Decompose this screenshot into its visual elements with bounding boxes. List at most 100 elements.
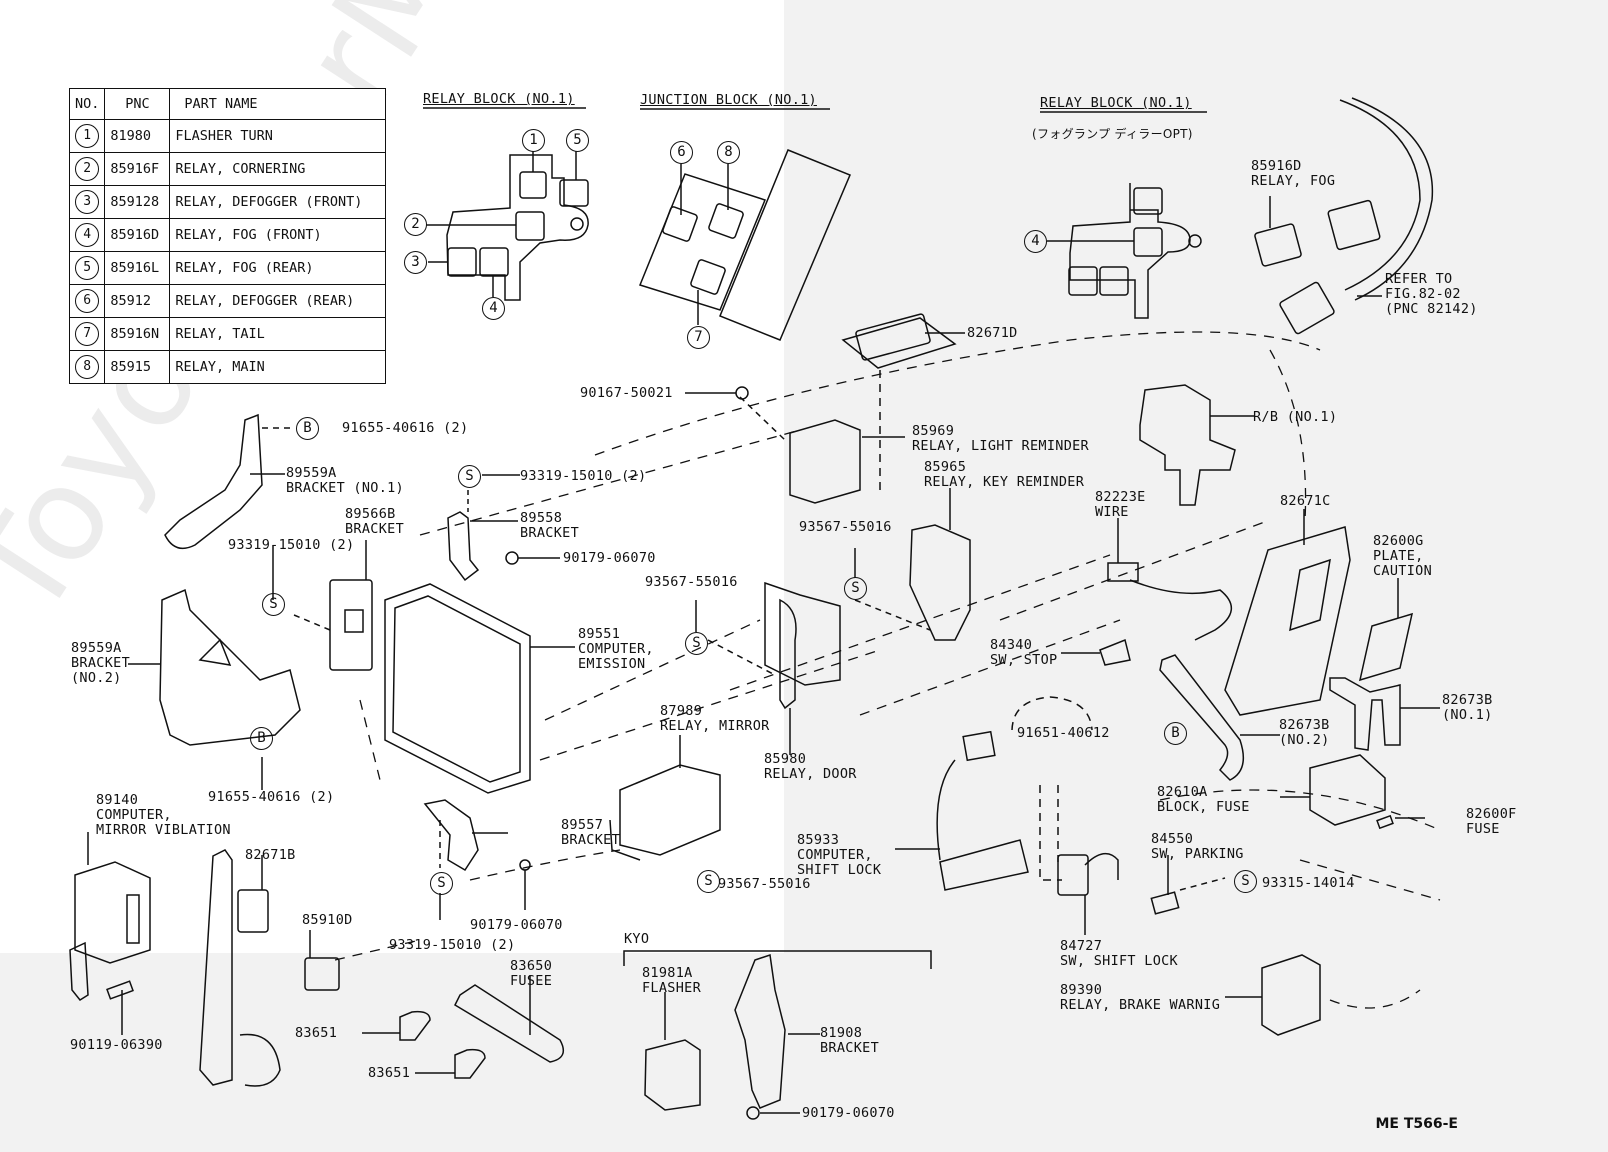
part-85980-drawing xyxy=(695,548,931,755)
label-line: 89390 xyxy=(1060,982,1103,998)
row-no-cell: 6 xyxy=(68,284,106,318)
table-header-row: NO. PNC PART NAME xyxy=(68,88,387,120)
label-line: (PNC 82142) xyxy=(1385,301,1478,317)
label-line: 89558 xyxy=(520,510,563,526)
row-part-name-cell: RELAY, TAIL xyxy=(169,317,387,351)
callout-2: 2 xyxy=(404,213,427,236)
label-83651-b: 83651 xyxy=(368,1066,410,1081)
label-line: 91655-40616 (2) xyxy=(208,789,335,805)
part-82673B-1-drawing xyxy=(1329,677,1440,751)
part-82671B-drawing xyxy=(199,849,281,1087)
part-85969-drawing xyxy=(685,386,905,504)
label-line: BRACKET (NO.1) xyxy=(286,480,404,496)
label-93319-15010-a: 93319-15010 (2) xyxy=(520,469,646,484)
label-85910D: 85910D xyxy=(302,913,353,928)
label-line: FLASHER xyxy=(642,980,701,996)
label-line: 85916D xyxy=(1251,158,1302,174)
row-part-name-cell: RELAY, MAIN xyxy=(169,350,387,384)
label-line: FIG.82-02 xyxy=(1385,286,1461,302)
label-line: 93567-55016 xyxy=(799,519,892,535)
label-line: 81908 xyxy=(820,1025,863,1041)
label-line: BLOCK, FUSE xyxy=(1157,799,1250,815)
label-93315-14014: 93315-14014 xyxy=(1262,876,1355,891)
part-82673B-2-drawing xyxy=(1159,654,1280,781)
label-line: 90167-50021 xyxy=(580,385,673,401)
label-line: 91651-40612 xyxy=(1017,725,1110,741)
row-pnc-cell: 85916F xyxy=(104,152,171,186)
label-line: 84550 xyxy=(1151,831,1194,847)
fog-relay-harness-drawing xyxy=(1254,97,1434,335)
inset-subtitle-fog-lamp-dealer-opt: (フォグランプ ディラーOPT) xyxy=(1032,127,1193,141)
label-line: (NO.2) xyxy=(71,670,122,686)
label-line: 93319-15010 (2) xyxy=(389,937,516,953)
label-90179-06070-a: 90179-06070 xyxy=(563,551,656,566)
row-no-cell: 3 xyxy=(68,185,106,219)
label-93319-15010-c: 93319-15010 (2) xyxy=(389,938,515,953)
part-83651-clips-drawing xyxy=(362,1010,486,1079)
kyo-group-drawing xyxy=(623,950,932,1120)
row-pnc-cell: 85912 xyxy=(104,284,171,318)
part-82223E-drawing xyxy=(1061,518,1232,666)
row-number-badge: 8 xyxy=(75,355,100,379)
label-line: RELAY, BRAKE WARNIG xyxy=(1060,997,1221,1013)
row-pnc-cell: 85915 xyxy=(104,350,171,384)
label-line: 89551 xyxy=(578,626,621,642)
label-line: BRACKET xyxy=(345,521,404,537)
row-no-cell: 2 xyxy=(68,152,106,186)
label-line: 93319-15010 (2) xyxy=(228,537,355,553)
label-line: 89559A xyxy=(286,465,337,481)
junction-block-1-drawing xyxy=(638,149,851,341)
header-no: NO. xyxy=(68,88,106,120)
part-82671C-drawing xyxy=(1224,509,1351,716)
label-line: 82600F xyxy=(1466,806,1517,822)
label-line: 81981A xyxy=(642,965,693,981)
part-84727-drawing xyxy=(1057,852,1119,935)
label-90119-06390: 90119-06390 xyxy=(70,1038,163,1053)
label-line: SHIFT LOCK xyxy=(797,862,882,878)
screw-badge: S xyxy=(430,872,453,895)
inset-title-relay-block-1: RELAY BLOCK (NO.1) xyxy=(423,91,575,107)
part-84550-drawing xyxy=(1150,855,1226,915)
label-90179-06070-c: 90179-06070 xyxy=(802,1106,895,1121)
label-82671C: 82671C xyxy=(1280,494,1331,509)
label-line: BRACKET xyxy=(71,655,130,671)
label-line: 87989 xyxy=(660,703,703,719)
label-line: 82671B xyxy=(245,847,296,863)
label-line: (NO.1) xyxy=(1442,707,1493,723)
label-line: FUSE xyxy=(1466,821,1500,837)
label-line: RELAY, MIRROR xyxy=(660,718,770,734)
row-number-badge: 1 xyxy=(75,124,100,148)
callout-5: 5 xyxy=(566,129,589,152)
label-82673B-no2: 82673B(NO.2) xyxy=(1279,718,1330,748)
label-line: 82223E xyxy=(1095,489,1146,505)
label-line: 93315-14014 xyxy=(1262,875,1355,891)
part-89557-drawing xyxy=(423,799,531,920)
part-85965-drawing xyxy=(909,488,971,641)
label-line: EMISSION xyxy=(578,656,646,672)
row-number-badge: 4 xyxy=(75,223,100,247)
callout-4: 4 xyxy=(482,297,505,320)
bolt-badge: B xyxy=(1164,722,1187,745)
row-no-cell: 5 xyxy=(68,251,106,285)
label-line: 93567-55016 xyxy=(645,574,738,590)
row-number-badge: 3 xyxy=(75,190,100,214)
part-82610A-drawing xyxy=(1280,754,1425,830)
callout-1: 1 xyxy=(522,129,545,152)
label-line: 85965 xyxy=(924,459,967,475)
label-line: SW, SHIFT LOCK xyxy=(1060,953,1178,969)
callout-4-opt: 4 xyxy=(1024,230,1047,253)
label-line: 82600G xyxy=(1373,533,1424,549)
part-82600G-drawing xyxy=(1358,578,1414,682)
row-number-badge: 6 xyxy=(75,289,100,313)
